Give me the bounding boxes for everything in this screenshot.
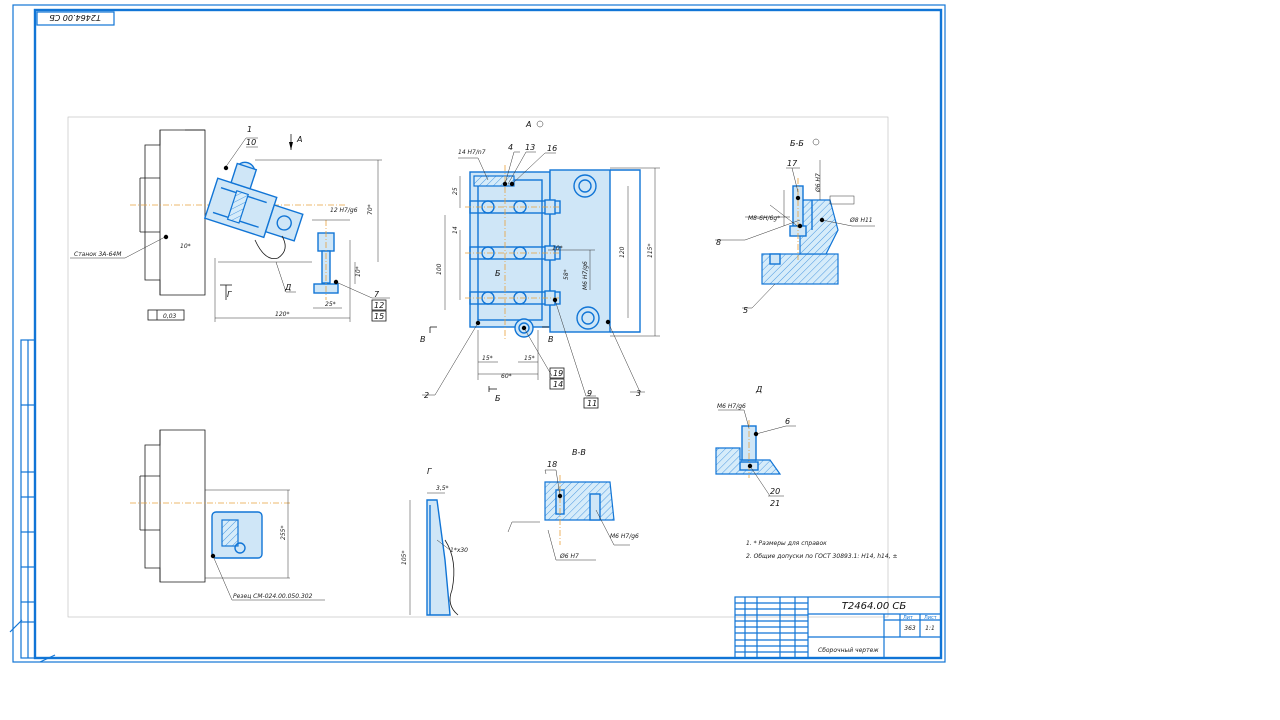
view-title-bb: Б-Б	[790, 139, 804, 148]
dim-105: 105*	[401, 551, 408, 565]
dim-flatness: 0,03	[163, 313, 177, 320]
pos-3: 3	[636, 389, 641, 398]
inner-frame	[33, 8, 943, 660]
note-2: 2. Общие допуски по ГОСТ 30893.1: H14, h…	[746, 553, 898, 560]
view-title-g: Г	[427, 467, 432, 476]
dim-25b: 25	[452, 187, 459, 195]
drawing-area	[67, 116, 889, 618]
title-block-code: Т2464.00 СБ	[842, 601, 907, 612]
dim-255: 255*	[280, 526, 287, 540]
fit-6h7-vv: Ø6 H7	[559, 553, 579, 560]
pos-5: 5	[743, 306, 748, 315]
main-view	[70, 129, 390, 322]
dim-10: 10*	[355, 266, 362, 277]
fit-14h7n7: 14 H7/n7	[458, 149, 486, 156]
dim-3-5: 3,5*	[436, 485, 449, 492]
dim-25: 25*	[325, 301, 336, 308]
pos-18: 18	[547, 460, 557, 469]
pos-13: 13	[525, 143, 535, 152]
pos-21: 21	[770, 499, 780, 508]
fit-m6: M6 H7/g6	[582, 261, 589, 290]
fit-8h11: Ø8 H11	[849, 217, 873, 224]
view-arrow-v-left: В	[420, 335, 426, 344]
cutter-view	[130, 429, 325, 601]
pos-7: 7	[374, 290, 380, 299]
pos-12: 12	[374, 301, 384, 310]
title-block-scale: 1:1	[925, 625, 935, 632]
dim-120: 120*	[275, 311, 289, 318]
view-label-d: Д	[284, 283, 291, 292]
view-title-a: А	[525, 120, 531, 129]
pos-8: 8	[716, 238, 721, 247]
view-arrow-g: Г	[227, 290, 232, 299]
fit-m8: M8-6H/6g*	[748, 215, 780, 222]
pos-19: 19	[553, 369, 563, 378]
pos-14: 14	[553, 380, 563, 389]
view-arrow-b-bottom: Б	[495, 394, 501, 403]
dim-70: 70*	[367, 204, 374, 215]
pos-17: 17	[787, 159, 798, 168]
left-binding-strip	[20, 339, 36, 659]
dim-10-a: 10*	[552, 245, 563, 252]
view-arrow-v-right: В	[548, 335, 554, 344]
machine-label: Станок 3А-64М	[74, 251, 122, 258]
stamp-box	[36, 11, 115, 26]
pos-6: 6	[785, 417, 790, 426]
dim-100: 100	[436, 263, 443, 275]
corner-marks	[9, 619, 56, 663]
pos-16: 16	[547, 144, 557, 153]
dim-15a: 15*	[482, 355, 493, 362]
pos-4: 4	[508, 143, 513, 152]
view-title-vv: В-В	[572, 448, 586, 457]
pos-11: 11	[587, 399, 597, 408]
view-arrow-a: А	[296, 135, 302, 144]
section-vv	[507, 469, 630, 561]
view-g	[409, 492, 459, 616]
fit-6h7-bb: Ø6 H7	[815, 173, 822, 193]
pos-2: 2	[424, 391, 429, 400]
pos-1: 1	[247, 125, 252, 134]
pos-20: 20	[770, 487, 780, 496]
outer-frame	[12, 4, 946, 663]
view-arrow-b-center: Б	[495, 269, 501, 278]
title-block-lit: Лит	[903, 615, 913, 621]
fit-12h7g6: 12 H7/g6	[330, 207, 358, 214]
title-block-name: Сборочный чертеж	[818, 647, 879, 654]
dim-angle: 10*	[180, 243, 191, 250]
title-block	[734, 596, 942, 659]
view-title-d: Д	[755, 385, 762, 394]
pos-15: 15	[374, 312, 384, 321]
dim-120b: 120	[619, 246, 626, 258]
fit-m6-vv: M6 H7/g6	[610, 533, 639, 540]
title-block-mass: 363	[904, 625, 916, 632]
fit-m6-d: M6 H7/g6	[717, 403, 746, 410]
pos-10: 10	[246, 138, 256, 147]
dim-1x30: 1*x30	[450, 547, 468, 554]
view-d	[715, 409, 796, 497]
dim-115: 115*	[647, 244, 654, 258]
view-a	[422, 120, 660, 409]
dim-60: 60*	[501, 373, 512, 380]
dim-15b: 15*	[524, 355, 535, 362]
stamp-code: Т2464.00 СБ	[49, 13, 101, 22]
dim-45a: 14	[452, 226, 459, 234]
section-bb	[715, 138, 875, 309]
note-1: 1. * Размеры для справок	[746, 540, 827, 547]
pos-9: 9	[587, 389, 592, 398]
cutter-label: Резец СМ-024.00.050.302	[233, 593, 313, 600]
title-block-sheet: Лист	[924, 615, 937, 621]
dim-58: 58*	[563, 269, 570, 280]
